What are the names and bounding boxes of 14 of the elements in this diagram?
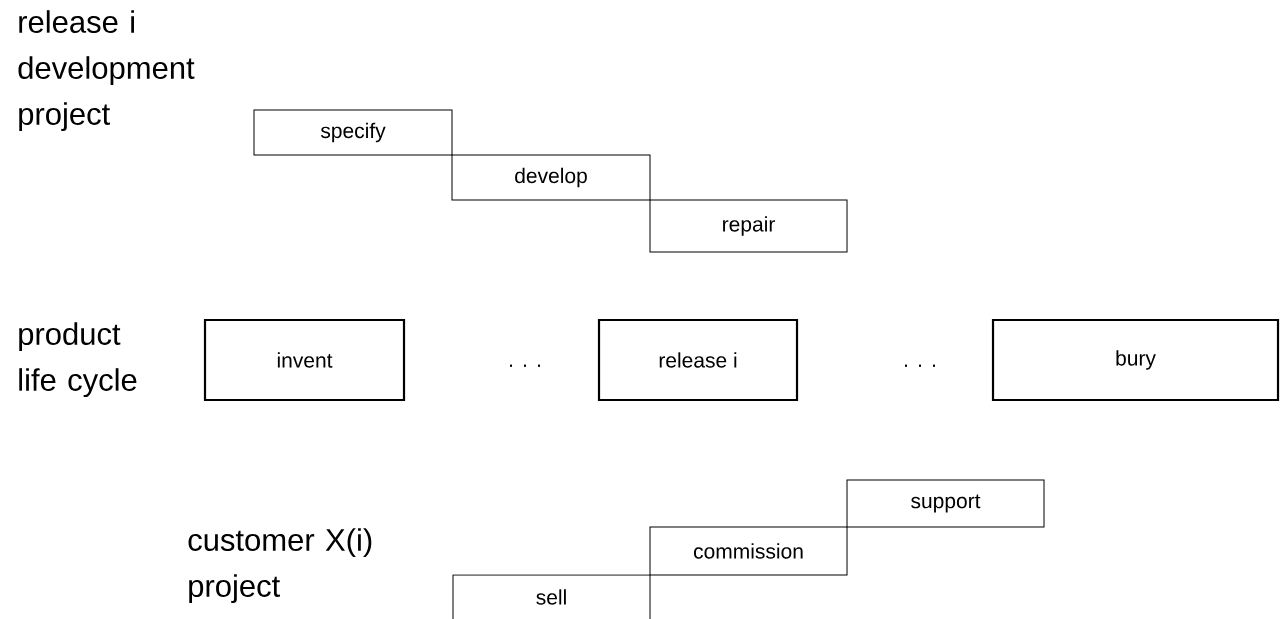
row-label: customer X(i) project (188, 528, 372, 604)
process-box: specify (253, 109, 453, 156)
ellipsis: · · · (510, 364, 540, 367)
row-label: release i development project (18, 10, 195, 132)
process-box: support (846, 479, 1045, 528)
process-box: sell (452, 574, 651, 619)
row-label: product life cycle (19, 322, 137, 398)
process-box: bury (991, 318, 1280, 402)
process-box: repair (649, 199, 848, 253)
process-box: release i (597, 318, 799, 402)
process-box: develop (451, 154, 651, 201)
process-box: commission (649, 526, 848, 576)
ellipsis: · · · (905, 364, 935, 367)
process-box: invent (203, 318, 406, 402)
